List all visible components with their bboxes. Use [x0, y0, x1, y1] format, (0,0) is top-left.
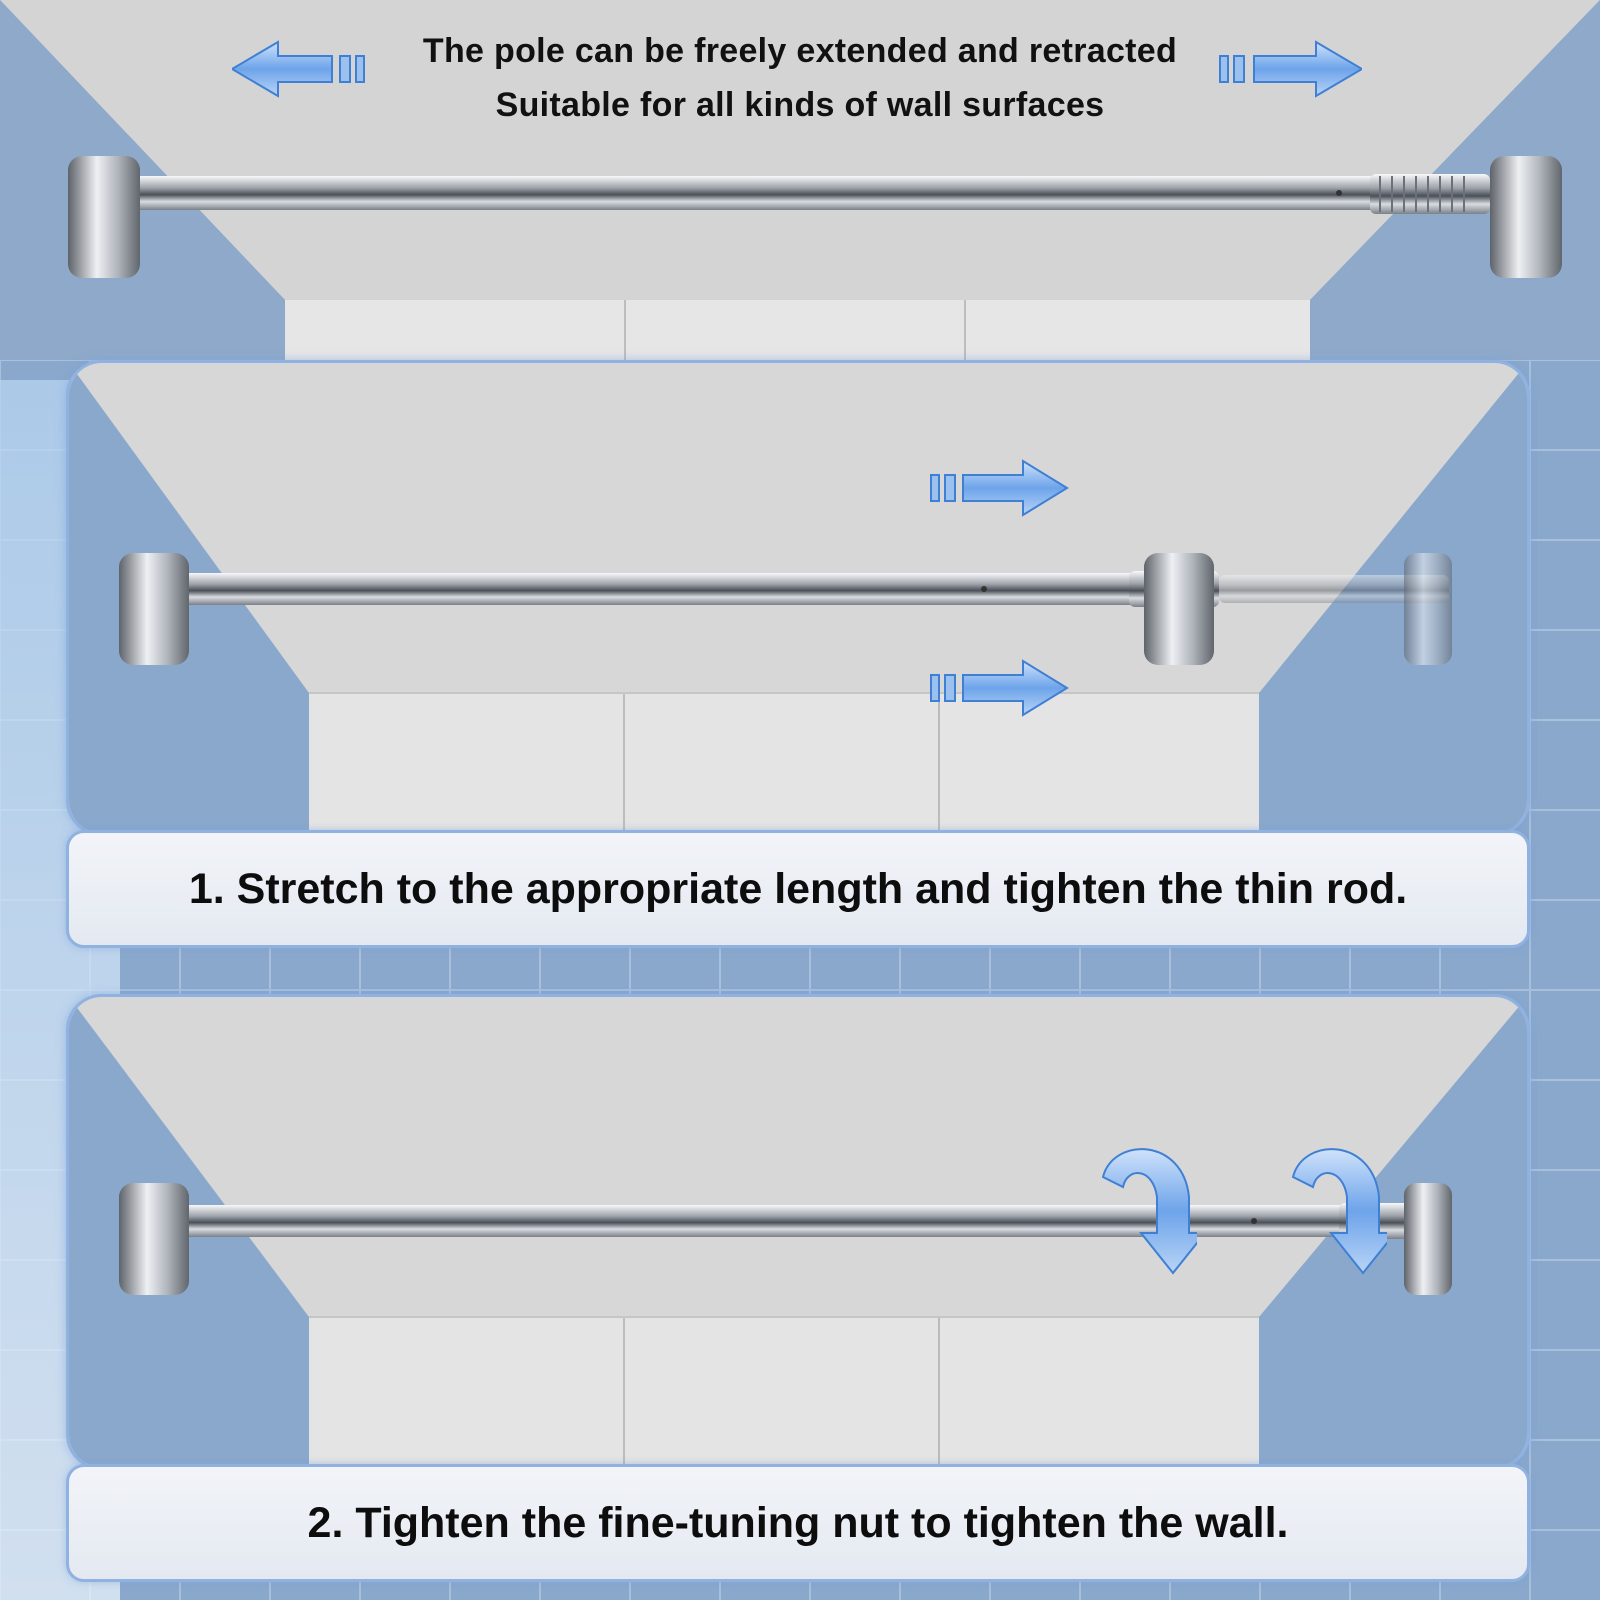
headline-line-2: Suitable for all kinds of wall surfaces — [495, 86, 1105, 124]
step-2-caption: 2. Tighten the fine-tuning nut to tighte… — [307, 1498, 1289, 1547]
rotate-arrow-icon — [1291, 1148, 1387, 1275]
extend-right-arrow-icon — [930, 459, 1069, 517]
extend-left-arrow-icon — [232, 40, 365, 98]
rotate-arrow-icon — [1101, 1148, 1197, 1275]
extend-right-arrow-icon — [1219, 40, 1362, 98]
top-tension-rod — [68, 156, 1562, 278]
step-1-caption-bar: 1. Stretch to the appropriate length and… — [66, 830, 1530, 948]
headline-line-1: The pole can be freely extended and retr… — [422, 32, 1178, 70]
extend-right-arrow-icon — [930, 659, 1069, 717]
step-1-caption: 1. Stretch to the appropriate length and… — [188, 864, 1408, 913]
step-1-illustration — [66, 360, 1530, 836]
step-2-illustration — [66, 994, 1530, 1470]
step-2-caption-bar: 2. Tighten the fine-tuning nut to tighte… — [66, 1464, 1530, 1582]
